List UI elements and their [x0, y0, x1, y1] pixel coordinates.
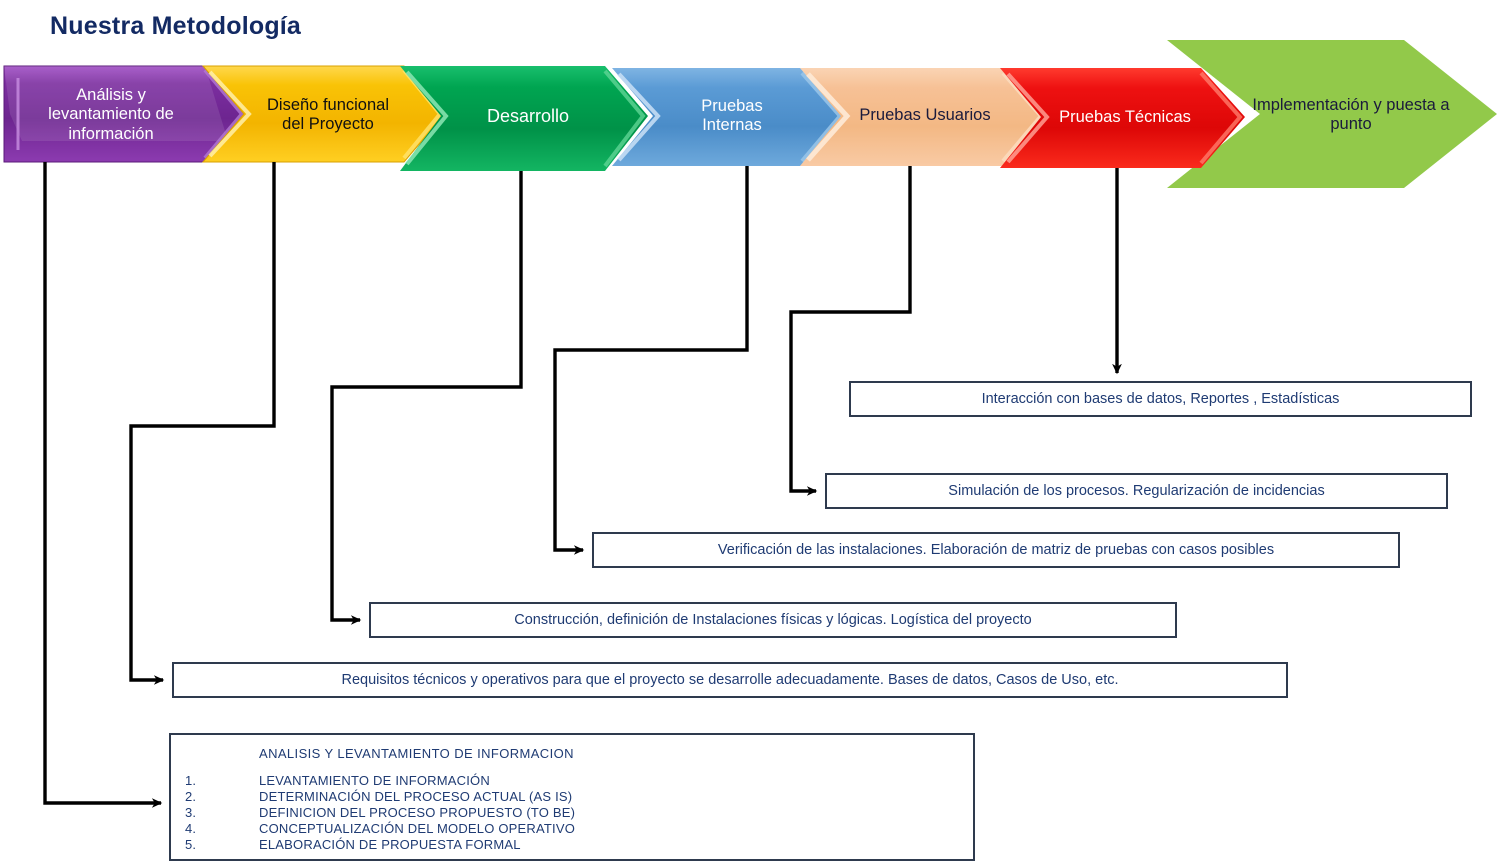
connector-diseno: [129, 162, 276, 685]
detail-box-simulacion[interactable]: Simulación de los procesos. Regularizaci…: [825, 473, 1448, 509]
chevron-label-desarrollo[interactable]: Desarrollo: [452, 78, 604, 154]
chevron-label-pruebas-internas[interactable]: Pruebas Internas: [664, 80, 800, 152]
chevron-text-pruebas-internas: Pruebas Internas: [701, 96, 763, 134]
detail-box-requisitos-text: Requisitos técnicos y operativos para qu…: [341, 672, 1119, 688]
chevron-text-pruebas-usuarios: Pruebas Usuarios: [859, 106, 991, 125]
chevron-text-desarrollo: Desarrollo: [486, 105, 570, 126]
list-item-number: 2.: [185, 789, 197, 804]
list-item-label: ELABORACIÓN DE PROPUESTA FORMAL: [259, 837, 521, 852]
chevron-label-diseno[interactable]: Diseño funcional del Proyecto: [252, 72, 404, 158]
list-item-number: 3.: [185, 805, 197, 820]
list-item[interactable]: 5. ELABORACIÓN DE PROPUESTA FORMAL: [185, 837, 575, 853]
chevron-label-analisis[interactable]: Análisis y levantamiento de información: [22, 72, 200, 158]
detail-box-simulacion-text: Simulación de los procesos. Regularizaci…: [948, 483, 1325, 499]
list-item-number: 4.: [185, 821, 197, 836]
list-box-items: 1. LEVANTAMIENTO DE INFORMACIÓN 2. DETER…: [185, 773, 575, 853]
list-item-label: LEVANTAMIENTO DE INFORMACIÓN: [259, 773, 490, 788]
list-box-header: ANALISIS Y LEVANTAMIENTO DE INFORMACION: [259, 746, 574, 761]
connector-analisis: [43, 162, 163, 808]
list-item[interactable]: 4. CONCEPTUALIZACIÓN DEL MODELO OPERATIV…: [185, 821, 575, 837]
detail-box-analisis-detalle[interactable]: ANALISIS Y LEVANTAMIENTO DE INFORMACION …: [169, 733, 975, 861]
list-item-number: 1.: [185, 773, 197, 788]
list-item-label: CONCEPTUALIZACIÓN DEL MODELO OPERATIVO: [259, 821, 576, 836]
list-item[interactable]: 3. DEFINICION DEL PROCESO PROPUESTO (TO …: [185, 805, 575, 821]
chevron-label-pruebas-tecnicas[interactable]: Pruebas Técnicas: [1052, 82, 1198, 154]
chevron-label-implementacion[interactable]: Implementación y puesta a punto: [1246, 82, 1456, 148]
detail-box-construccion[interactable]: Construcción, definición de Instalacione…: [369, 602, 1177, 638]
detail-box-verificacion-text: Verificación de las instalaciones. Elabo…: [717, 542, 1275, 558]
list-item[interactable]: 2. DETERMINACIÓN DEL PROCESO ACTUAL (AS …: [185, 789, 575, 805]
chevron-text-diseno: Diseño funcional del Proyecto: [267, 95, 389, 133]
chevron-text-pruebas-tecnicas: Pruebas Técnicas: [1059, 108, 1191, 127]
detail-box-requisitos[interactable]: Requisitos técnicos y operativos para qu…: [172, 662, 1288, 698]
list-item-label: DEFINICION DEL PROCESO PROPUESTO (TO BE): [259, 805, 576, 820]
chevron-label-pruebas-usuarios[interactable]: Pruebas Usuarios: [852, 80, 998, 152]
detail-box-construccion-text: Construcción, definición de Instalacione…: [514, 612, 1032, 628]
detail-box-interaccion-text: Interacción con bases de datos, Reportes…: [981, 391, 1340, 407]
list-item[interactable]: 1. LEVANTAMIENTO DE INFORMACIÓN: [185, 773, 575, 789]
connector-pruebas-usuarios: [789, 166, 912, 496]
connector-desarrollo: [330, 171, 523, 625]
list-item-number: 5.: [185, 837, 197, 852]
connector-pruebas-internas: [553, 166, 749, 555]
list-item-label: DETERMINACIÓN DEL PROCESO ACTUAL (AS IS): [259, 789, 573, 804]
chevron-text-implementacion: Implementación y puesta a punto: [1252, 95, 1450, 133]
detail-box-verificacion[interactable]: Verificación de las instalaciones. Elabo…: [592, 532, 1400, 568]
detail-box-interaccion[interactable]: Interacción con bases de datos, Reportes…: [849, 381, 1472, 417]
chevron-text-analisis: Análisis y levantamiento de información: [48, 86, 174, 143]
page-title: Nuestra Metodología: [50, 12, 302, 40]
